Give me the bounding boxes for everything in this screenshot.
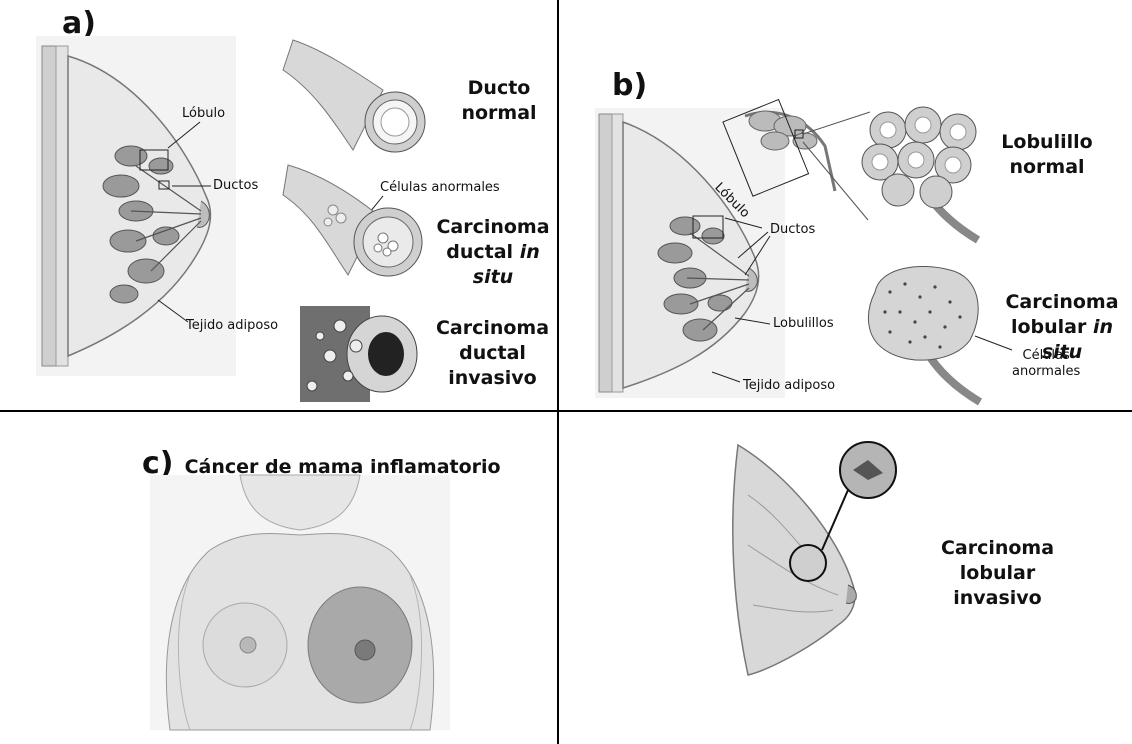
label-tejido-adiposo-b: Tejido adiposo [743, 378, 835, 393]
invasive-lobular-breast-illustration [728, 435, 918, 680]
lcis-lobule-illustration [860, 262, 990, 402]
label-ductos-b: Ductos [770, 222, 815, 237]
label-lobulillos-b: Lobulillos [773, 316, 834, 331]
inflammatory-torso-illustration [150, 475, 450, 730]
label-carcinoma-lobular-invasivo: Carcinoma lobular invasivo [935, 536, 1060, 611]
